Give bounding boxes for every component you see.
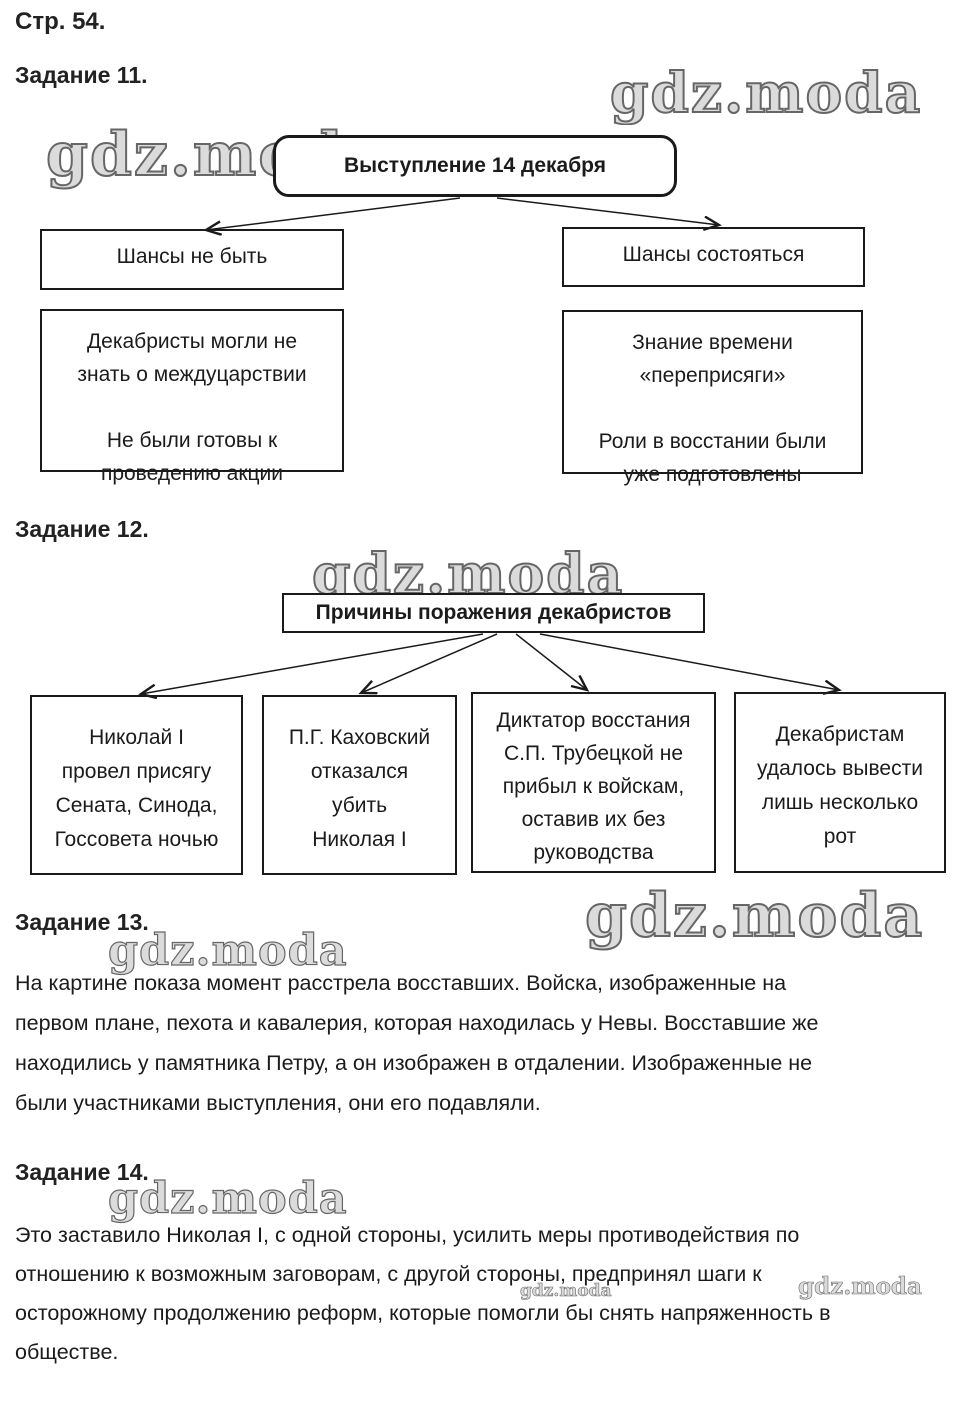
arrow-task11-right	[496, 197, 719, 225]
arrow-task11-left	[206, 197, 461, 230]
arrow-task12-2	[361, 633, 498, 693]
diagram2-root-box: Причины поражения декабристов	[282, 593, 705, 633]
arrow-task12-4	[539, 633, 839, 690]
watermark-gdz-moda: gdz.moda	[584, 880, 925, 952]
diagram1-right-detail-box: Знание времени «переприсяги» Роли в восс…	[562, 310, 863, 486]
diagram1-left-title-box: Шансы не быть	[40, 229, 344, 290]
task14-heading: Задание 14.	[15, 1159, 149, 1185]
diagram1-root-box: Выступление 14 декабря	[273, 135, 677, 197]
task13-answer-paragraph: На картине показа момент расстрела восст…	[15, 971, 819, 1115]
diagram2-cause-box: Николай I провел присягу Сената, Синода,…	[30, 695, 243, 875]
diagram2-cause-box: Декабристам удалось вывести лишь несколь…	[734, 692, 946, 873]
arrow-task12-1	[141, 633, 484, 694]
diagram2-cause-box: П.Г. Каховский отказался убить Николая I	[262, 695, 457, 875]
diagram2-cause-box: Диктатор восстания С.П. Трубецкой не при…	[471, 692, 716, 873]
task12-heading: Задание 12.	[15, 516, 149, 542]
task14-answer-paragraph: Это заставило Николая I, с одной стороны…	[15, 1223, 831, 1364]
task13-heading: Задание 13.	[15, 909, 149, 935]
page-number-label: Стр. 54.	[15, 8, 106, 35]
arrow-task12-3	[515, 633, 587, 690]
diagram1-right-title-box: Шансы состояться	[562, 227, 865, 287]
task11-heading: Задание 11.	[15, 62, 148, 88]
watermark-gdz-moda: gdz.moda	[609, 59, 923, 126]
diagram1-left-detail-box: Декабристы могли не знать о междуцарстви…	[40, 309, 344, 485]
